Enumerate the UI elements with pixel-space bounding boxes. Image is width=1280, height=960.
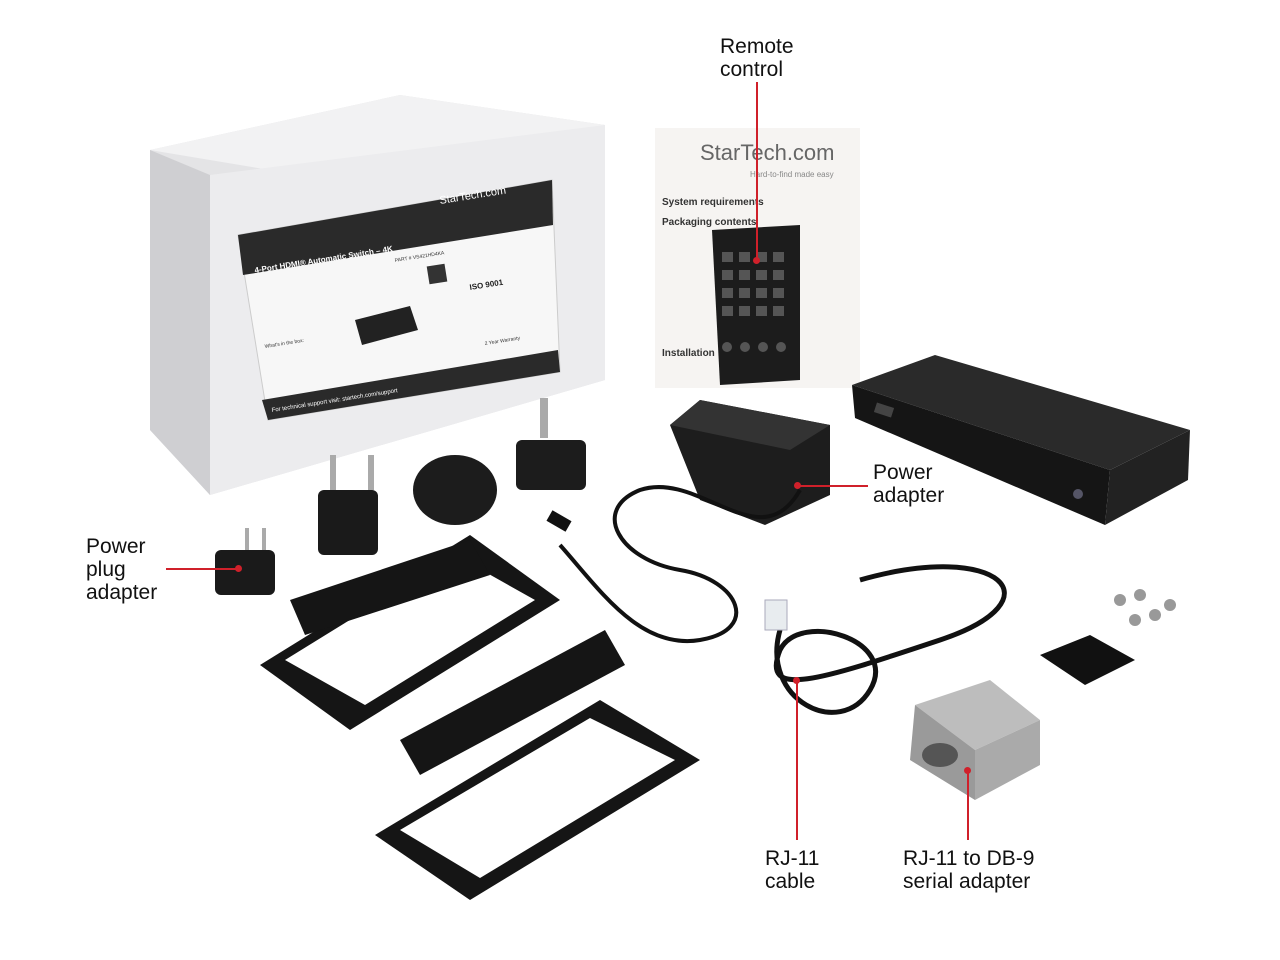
eu-plug — [318, 490, 378, 555]
leader-db9 — [967, 770, 969, 840]
leaflet-packaging: Packaging contents — [662, 217, 757, 228]
leader-plug — [166, 568, 238, 570]
rubber-feet — [1040, 635, 1135, 685]
screws — [1114, 589, 1176, 626]
au-plug — [413, 455, 497, 525]
leaflet-installation: Installation — [662, 348, 715, 359]
plug-adapters — [215, 398, 586, 595]
qr-code — [426, 263, 448, 285]
power-adapter — [546, 400, 830, 644]
leader-rj11 — [796, 680, 798, 840]
leaflet-system: System requirements — [662, 197, 764, 208]
hdmi-switch — [852, 355, 1190, 525]
leaflet-brand: StarTech.com — [700, 140, 835, 165]
callout-power-adapter: Power adapter — [873, 461, 945, 507]
leader-power-adapter — [798, 485, 868, 487]
callout-remote-control: Remote control — [720, 35, 794, 81]
mounting-brackets — [260, 535, 700, 900]
leader-dot-plug — [235, 565, 242, 572]
us-plug — [215, 550, 275, 595]
callout-rj11-cable: RJ-11 cable — [765, 847, 820, 893]
rj11-cable — [764, 564, 1007, 715]
leader-dot-power-adapter — [794, 482, 801, 489]
leader-remote — [756, 82, 758, 260]
product-box: StarTech.com 4-Port HDMI® Automatic Swit… — [150, 95, 605, 495]
box-switch-image — [355, 306, 418, 345]
db9-adapter — [910, 680, 1040, 800]
leaflet-tagline: Hard-to-find made easy — [750, 170, 834, 179]
leader-dot-rj11 — [793, 677, 800, 684]
leader-dot-db9 — [964, 767, 971, 774]
remote-control — [712, 225, 800, 385]
box-warranty: 2 Year Warranty — [484, 335, 521, 347]
leader-dot-remote — [753, 257, 760, 264]
callout-power-plug-adapter: Power plug adapter — [86, 535, 158, 604]
uk-plug — [516, 440, 586, 490]
callout-rj11-db9: RJ-11 to DB-9 serial adapter — [903, 847, 1035, 893]
